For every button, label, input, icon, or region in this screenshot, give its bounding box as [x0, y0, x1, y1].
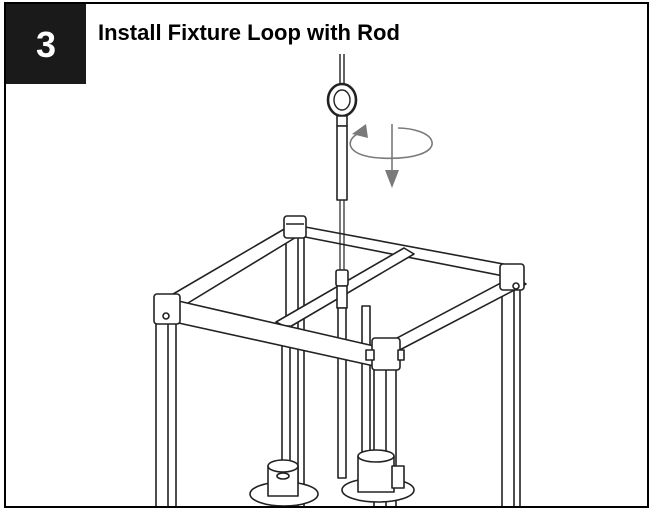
fixture-loop — [326, 54, 358, 201]
socket-cup-right — [341, 449, 415, 503]
corner-cap-back-left — [283, 215, 307, 239]
corner-cap-back-right — [499, 263, 525, 291]
clockwise-rotation-arrow-icon — [349, 124, 433, 160]
step-title: Install Fixture Loop with Rod — [98, 20, 400, 45]
front-left-post — [155, 305, 177, 506]
down-arrow-icon — [385, 124, 399, 188]
step-number-badge: 3 — [6, 4, 86, 84]
corner-cap-front-left — [153, 293, 181, 325]
socket-cup-left — [249, 459, 319, 506]
instruction-panel: 3 Install Fixture Loop with Rod — [4, 2, 649, 508]
center-rod — [335, 200, 349, 479]
back-right-post — [501, 273, 521, 506]
assembly-illustration — [153, 54, 527, 506]
corner-cap-front-right — [365, 337, 405, 371]
